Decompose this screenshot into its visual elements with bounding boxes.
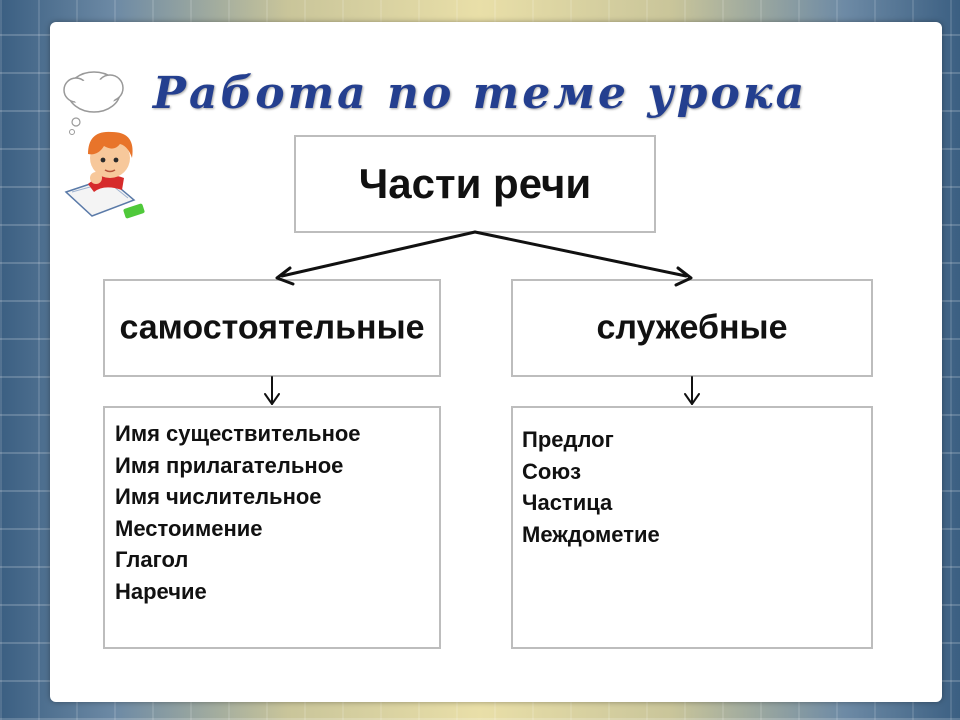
arrow-auxiliary-to-list	[684, 376, 700, 405]
category-label-auxiliary: служебные	[596, 308, 788, 347]
list-box-auxiliary: Предлог Союз Частица Междометие	[511, 406, 873, 649]
list-item: Имя числительное	[115, 484, 322, 509]
root-label: Части речи	[358, 160, 592, 207]
root-box-parts-of-speech: Части речи	[294, 135, 656, 233]
arrow-independent-to-list	[264, 376, 280, 405]
arrow-root-to-auxiliary	[473, 230, 693, 287]
list-independent: Имя существительное Имя прилагательное И…	[115, 418, 361, 607]
category-box-independent: самостоятельные	[103, 279, 441, 377]
list-item: Союз	[522, 458, 582, 484]
list-box-independent: Имя существительное Имя прилагательное И…	[103, 406, 441, 649]
arrow-root-to-independent	[275, 230, 477, 286]
list-item: Междометие	[522, 521, 660, 547]
list-item: Имя прилагательное	[115, 452, 344, 478]
list-item: Предлог	[522, 427, 614, 452]
list-auxiliary: Предлог Союз Частица Междометие	[522, 424, 660, 550]
thought-bubble	[63, 71, 124, 135]
list-item: Имя существительное	[115, 421, 361, 446]
list-item: Наречие	[115, 578, 207, 604]
list-item: Местоимение	[115, 515, 263, 541]
category-label-independent: самостоятельные	[119, 308, 425, 347]
list-item: Глагол	[115, 547, 189, 572]
slide-title: Работа по теме урока	[152, 68, 808, 119]
thinking-child-icon	[63, 71, 145, 219]
list-item: Частица	[522, 490, 613, 515]
category-box-auxiliary: служебные	[511, 279, 873, 377]
